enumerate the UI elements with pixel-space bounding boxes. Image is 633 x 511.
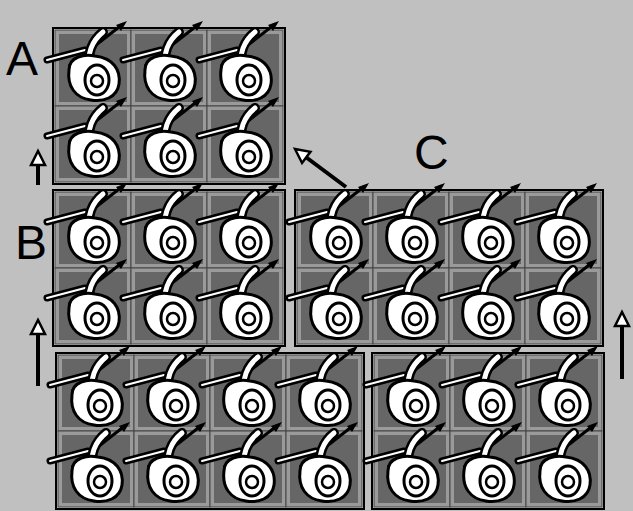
cell-grid bbox=[296, 191, 602, 345]
cell-icon bbox=[278, 422, 358, 501]
cell-icon bbox=[278, 346, 358, 425]
cell-icon bbox=[366, 422, 446, 501]
cell-grid bbox=[57, 354, 363, 508]
cell-icon bbox=[47, 183, 127, 262]
cell-icon bbox=[126, 346, 206, 425]
cell-icon bbox=[123, 97, 203, 176]
cell-icon bbox=[202, 422, 282, 501]
cell-icon bbox=[289, 183, 369, 262]
cell-icon bbox=[199, 259, 279, 338]
cell-icon bbox=[47, 97, 127, 176]
cell-panel: A bbox=[52, 27, 286, 185]
cell-icon bbox=[518, 346, 598, 425]
cell-grid bbox=[373, 354, 603, 508]
flow-arrow bbox=[295, 149, 346, 187]
panel-label: C bbox=[414, 129, 449, 177]
cell-icon bbox=[50, 422, 130, 501]
cell-icon bbox=[517, 183, 597, 262]
cell-icon bbox=[365, 183, 445, 262]
cell-icon bbox=[202, 346, 282, 425]
up-arrow bbox=[31, 320, 45, 386]
cell-icon bbox=[518, 422, 598, 501]
cell-icon bbox=[365, 259, 445, 338]
cell-icon bbox=[123, 183, 203, 262]
cell-grid bbox=[54, 191, 284, 345]
cell-icon bbox=[199, 183, 279, 262]
cell-icon bbox=[123, 259, 203, 338]
cell-icon bbox=[289, 259, 369, 338]
cell-icon bbox=[47, 259, 127, 338]
cell-panel: C bbox=[294, 189, 604, 347]
cell-icon bbox=[441, 259, 521, 338]
cell-icon bbox=[50, 346, 130, 425]
panel-label: B bbox=[15, 219, 47, 267]
cell-icon bbox=[126, 422, 206, 501]
cell-icon bbox=[199, 21, 279, 100]
cell-icon bbox=[47, 21, 127, 100]
cell-icon bbox=[517, 259, 597, 338]
cell-icon bbox=[442, 346, 522, 425]
flow-arrow bbox=[31, 151, 45, 185]
panel-label: A bbox=[6, 35, 38, 83]
cell-icon bbox=[442, 422, 522, 501]
up-arrow bbox=[615, 312, 629, 379]
cell-icon bbox=[366, 346, 446, 425]
cell-grid bbox=[54, 29, 284, 183]
cell-icon bbox=[199, 97, 279, 176]
cell-icon bbox=[441, 183, 521, 262]
cell-icon bbox=[123, 21, 203, 100]
cell-panel: B bbox=[52, 189, 286, 347]
cell-panel bbox=[371, 352, 605, 510]
cell-panel bbox=[55, 352, 365, 510]
